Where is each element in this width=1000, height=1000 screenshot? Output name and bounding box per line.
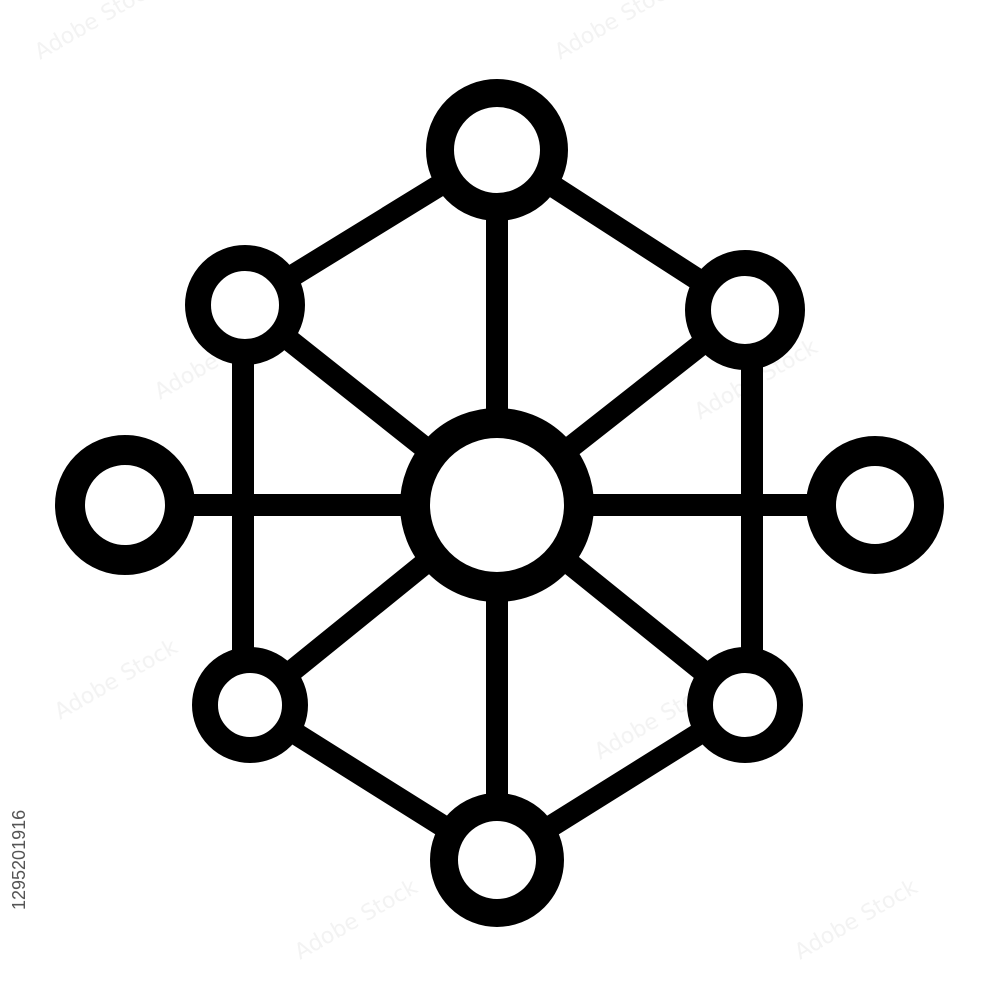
node-left [55,435,195,575]
node-upper-right [685,250,805,370]
stock-id-label: 1295201916 [9,809,29,911]
node-right [806,436,944,574]
node-upper-left [185,245,305,365]
node-lower-right [687,647,803,763]
node-top [426,79,568,221]
hub-node [400,408,594,602]
node-lower-left [192,647,308,763]
node-bottom [430,793,564,927]
